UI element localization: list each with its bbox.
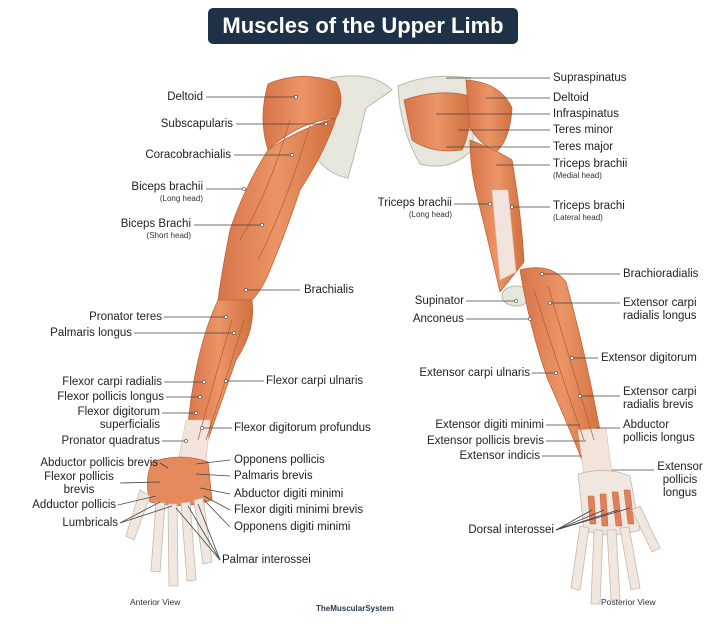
label-extensor-pollicis-longus: Extensor pollicis longus xyxy=(648,461,712,500)
label-extensor-indicis: Extensor indicis xyxy=(459,450,540,462)
label-flexor-digitorum-superficialis: Flexor digitorum superficialis xyxy=(78,406,160,432)
label-abductor-pollicis-longus: Abductor pollicis longus xyxy=(623,419,695,445)
label-teres-minor: Teres minor xyxy=(553,124,614,136)
label-triceps-lateral-sub: (Lateral head) xyxy=(553,213,603,222)
label-pronator-teres: Pronator teres xyxy=(89,311,162,323)
label-epl-line2: pollicis xyxy=(662,474,698,486)
leader-lines xyxy=(117,77,654,561)
posterior-fingers xyxy=(570,505,661,605)
label-flexor-pollicis-longus: Flexor pollicis longus xyxy=(57,391,164,403)
label-triceps-medial-head: Triceps brachii (Medial head) xyxy=(553,158,627,181)
label-triceps-lateral-title: Triceps brachi xyxy=(553,200,625,212)
label-abductor-pollicis-brevis: Abductor pollicis brevis xyxy=(40,457,158,469)
label-palmaris-longus: Palmaris longus xyxy=(50,327,132,339)
label-flexor-pollicis-brevis: Flexor pollicis brevis xyxy=(38,471,120,497)
label-fds-line2: superficialis xyxy=(99,419,160,431)
posterior-wrist-tendons xyxy=(577,427,613,477)
brand-logo-text: TheMuscularSystem xyxy=(316,604,394,613)
label-flexor-digiti-minimi-brevis: Flexor digiti minimi brevis xyxy=(234,504,364,516)
page-title: Muscles of the Upper Limb xyxy=(208,8,518,44)
label-deltoid-posterior: Deltoid xyxy=(553,92,589,104)
label-supraspinatus: Supraspinatus xyxy=(553,72,627,84)
label-biceps-long-head-sub: (Long head) xyxy=(159,194,203,203)
leader-dots xyxy=(184,95,582,443)
label-fpb-line1: Flexor pollicis xyxy=(44,471,114,483)
label-brachialis: Brachialis xyxy=(304,284,354,296)
label-fpb-line2: brevis xyxy=(63,484,95,496)
label-triceps-medial-sub: (Medial head) xyxy=(553,171,602,180)
label-subscapularis: Subscapularis xyxy=(160,118,233,130)
label-flexor-carpi-radialis: Flexor carpi radialis xyxy=(62,376,162,388)
label-lumbricals: Lumbricals xyxy=(62,517,118,529)
label-triceps-long-title: Triceps brachii xyxy=(377,197,452,209)
label-adductor-pollicis: Adductor pollicis xyxy=(32,499,116,511)
label-apl-line1: Abductor xyxy=(623,419,670,431)
posterior-triceps-tendon xyxy=(491,189,517,281)
anterior-upper-arm xyxy=(217,117,337,301)
label-deltoid-anterior: Deltoid xyxy=(167,91,203,103)
label-ecrb-line1: Extensor carpi xyxy=(623,386,697,398)
label-ecrl-line1: Extensor carpi xyxy=(623,297,697,309)
label-infraspinatus: Infraspinatus xyxy=(553,108,619,120)
label-extensor-digitorum: Extensor digitorum xyxy=(601,352,697,364)
posterior-view-label: Posterior View xyxy=(601,597,656,607)
label-apl-line2: pollicis longus xyxy=(623,432,695,444)
label-biceps-long-head-title: Biceps brachii xyxy=(131,181,203,193)
label-triceps-lateral-head: Triceps brachi (Lateral head) xyxy=(553,200,625,223)
label-opponens-digiti-minimi: Opponens digiti minimi xyxy=(234,521,351,533)
label-supinator: Supinator xyxy=(414,295,464,307)
label-extensor-pollicis-brevis: Extensor pollicis brevis xyxy=(427,435,544,447)
label-extensor-carpi-radialis-brevis: Extensor carpi radialis brevis xyxy=(623,386,697,412)
label-palmar-interossei: Palmar interossei xyxy=(222,554,311,566)
label-epl-line1: Extensor xyxy=(657,461,703,473)
label-opponens-pollicis: Opponens pollicis xyxy=(234,454,325,466)
anterior-deltoid xyxy=(262,76,342,151)
posterior-infraspinatus xyxy=(403,92,471,152)
label-palmaris-brevis: Palmaris brevis xyxy=(234,470,313,482)
label-teres-major: Teres major xyxy=(553,141,614,153)
label-ecrb-line2: radialis brevis xyxy=(623,399,694,411)
label-brachioradialis: Brachioradialis xyxy=(623,268,699,280)
label-biceps-short-head: Biceps Brachi (Short head) xyxy=(121,218,191,241)
label-anconeus: Anconeus xyxy=(412,313,464,325)
label-epl-line3: longus xyxy=(663,487,697,499)
label-extensor-carpi-ulnaris: Extensor carpi ulnaris xyxy=(419,367,530,379)
label-extensor-digiti-minimi: Extensor digiti minimi xyxy=(435,419,544,431)
label-flexor-digitorum-profundus: Flexor digitorum profundus xyxy=(234,422,371,434)
label-flexor-carpi-ulnaris: Flexor carpi ulnaris xyxy=(266,375,364,387)
label-ecrl-line2: radialis longus xyxy=(623,310,697,322)
label-biceps-short-head-title: Biceps Brachi xyxy=(120,218,191,230)
label-biceps-long-head: Biceps brachii (Long head) xyxy=(131,181,203,204)
label-triceps-long-head: Triceps brachii (Long head) xyxy=(378,197,452,220)
anterior-view-label: Anterior View xyxy=(130,597,181,607)
label-dorsal-interossei: Dorsal interossei xyxy=(468,524,554,536)
label-biceps-short-head-sub: (Short head) xyxy=(146,231,191,240)
label-extensor-carpi-radialis-longus: Extensor carpi radialis longus xyxy=(623,297,697,323)
anterior-fingers xyxy=(125,489,213,587)
label-fds-line1: Flexor digitorum xyxy=(77,406,160,418)
label-abductor-digiti-minimi: Abductor digiti minimi xyxy=(234,488,344,500)
label-triceps-medial-title: Triceps brachii xyxy=(553,158,628,170)
label-coracobrachialis: Coracobrachialis xyxy=(145,149,231,161)
label-triceps-long-sub: (Long head) xyxy=(408,210,452,219)
label-pronator-quadratus: Pronator quadratus xyxy=(61,435,160,447)
